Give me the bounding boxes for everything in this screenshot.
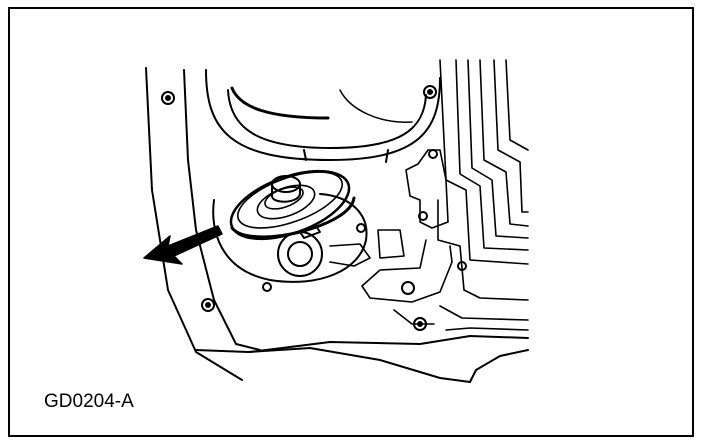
bolt-holes — [161, 85, 467, 331]
arrow-icon — [143, 225, 223, 265]
valve-body-passages — [329, 59, 529, 331]
servo-cover — [229, 169, 356, 241]
case-outline — [145, 67, 529, 383]
upper-bore — [205, 69, 441, 163]
figure-id-label: GD0204-A — [44, 391, 134, 412]
diagram-frame — [8, 7, 694, 437]
